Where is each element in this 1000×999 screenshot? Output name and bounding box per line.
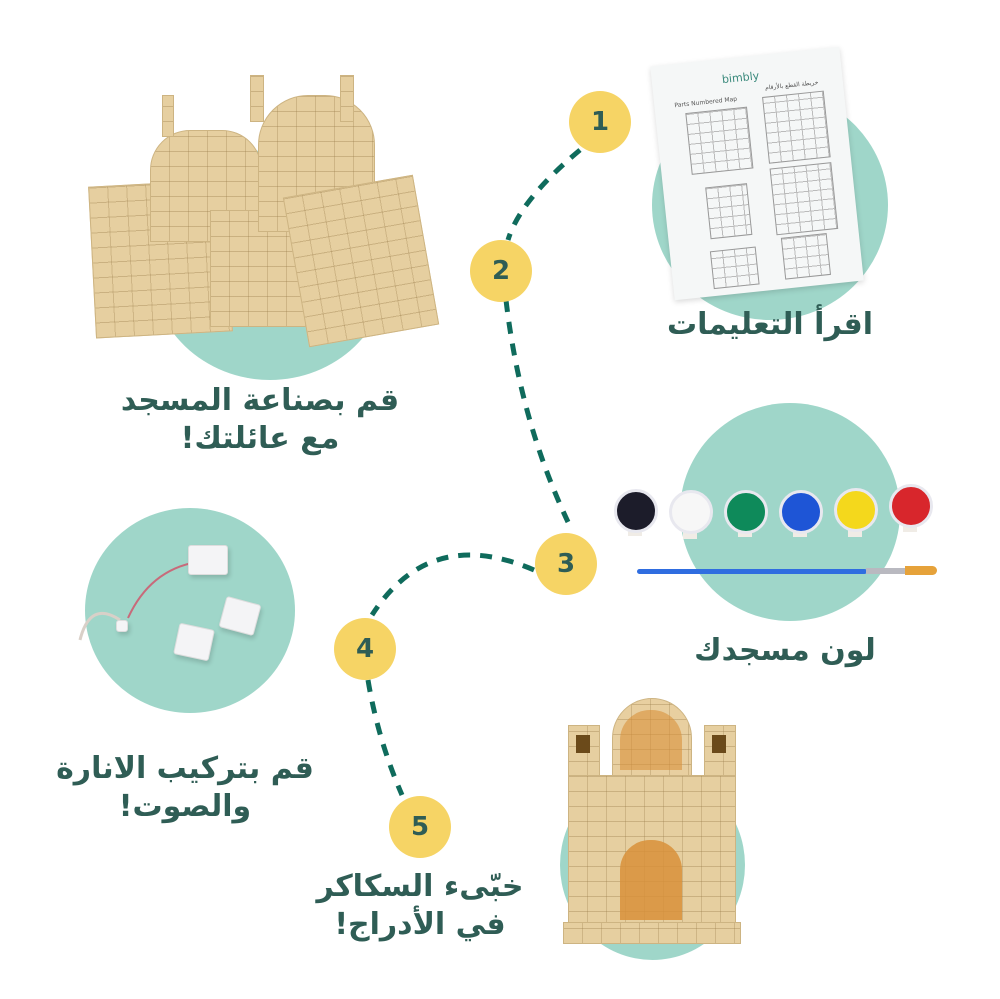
sheet-right-header: خريطة القطع بالأرقام	[764, 79, 819, 92]
step-2-badge: 2	[470, 240, 532, 302]
paint-pot-white	[669, 490, 713, 534]
paintbrush	[637, 569, 867, 574]
step-5-caption: خبّىء السكاكر في الأدراج!	[316, 869, 524, 942]
step-1-caption: اقرأ التعليمات	[666, 307, 874, 342]
step-3-badge: 3	[535, 533, 597, 595]
paint-pot-blue	[779, 490, 823, 534]
step-3-caption: لون مسجدك	[694, 633, 876, 668]
step-4-caption: قم بتركيب الانارة والصوت!	[56, 751, 314, 824]
paint-pot-green	[724, 490, 768, 534]
step-2-caption: قم بصناعة المسجد مع عائلتك!	[120, 383, 400, 456]
step-5-badge: 5	[389, 796, 451, 858]
paint-pot-black	[614, 489, 658, 533]
step-4-badge: 4	[334, 618, 396, 680]
step-1-badge: 1	[569, 91, 631, 153]
sheet-left-header: Parts Numbered Map	[674, 95, 738, 110]
paint-pot-red	[889, 484, 933, 528]
instruction-sheet-image: bimbly Parts Numbered Map خريطة القطع با…	[650, 46, 864, 301]
brand-logo: bimbly	[721, 69, 760, 87]
paint-pot-yellow	[834, 488, 878, 532]
sound-module	[188, 545, 228, 575]
